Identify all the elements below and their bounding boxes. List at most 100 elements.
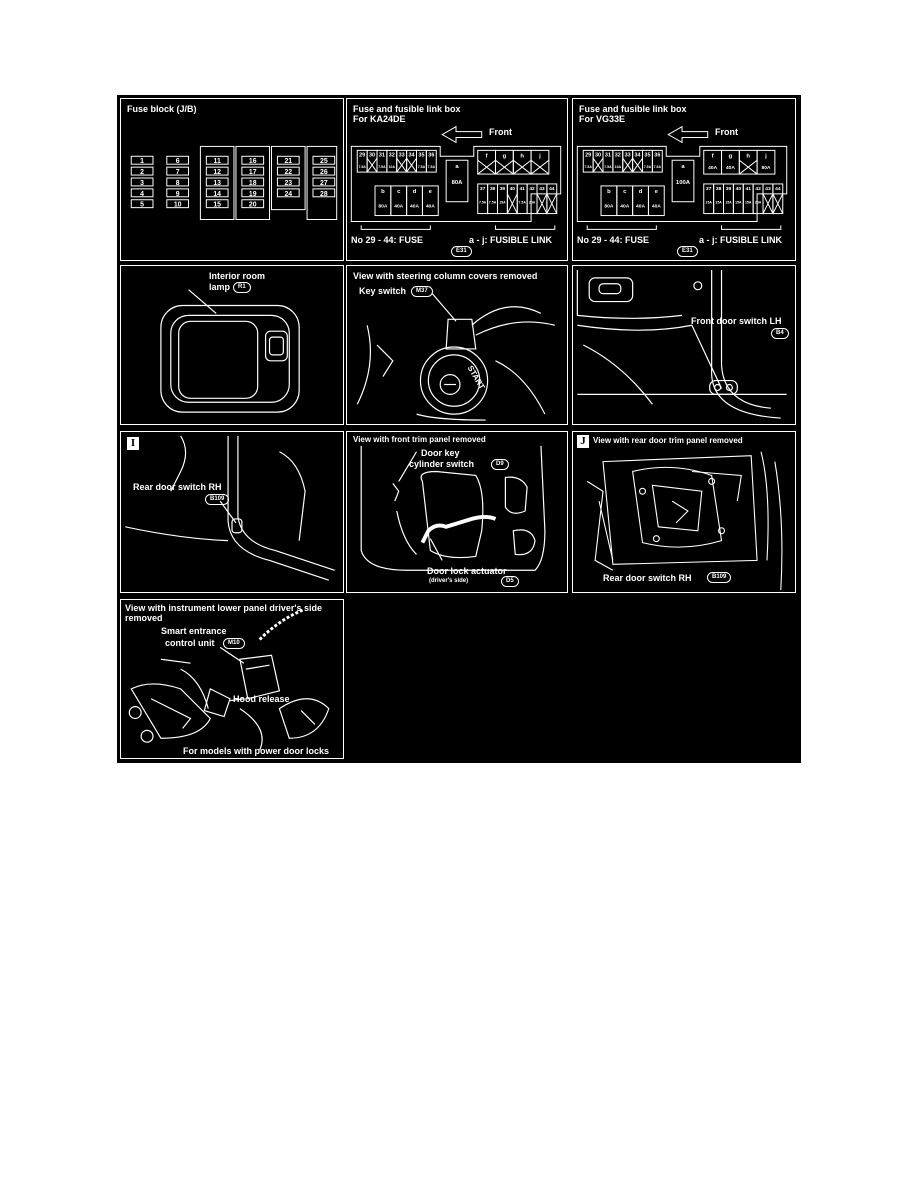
fuse-rating: 7.5A (654, 165, 662, 169)
fuse-number: 31 (605, 152, 611, 158)
blown-slot-cross (477, 159, 496, 175)
link-rating: 40A (726, 165, 735, 171)
power-door-locks-footnote: For models with power door locks (183, 746, 330, 756)
fuse-slot (241, 177, 265, 187)
panel-subtitle: For VG33E (579, 114, 626, 124)
rear-door-inner-drawing (586, 451, 783, 591)
link-letter: j (764, 153, 767, 159)
fuse-number: 36 (428, 152, 434, 158)
blown-slot-cross (632, 157, 643, 173)
fuse-number: 14 (213, 191, 221, 198)
fuse-number: 12 (213, 169, 221, 176)
link-rating: 40A (636, 204, 645, 210)
fuse-number: 33 (399, 152, 405, 158)
fuse-column-frame (235, 145, 271, 220)
fuse-number: 42 (529, 186, 535, 192)
fuse-rating: 7.5A (604, 165, 612, 169)
rear-door-switch-label: Rear door switch RH (603, 573, 692, 583)
fuse-rating: 7.5A (479, 201, 487, 205)
panel-title: Fuse and fusible link box (579, 104, 687, 114)
room-lamp-drawing (160, 289, 300, 413)
fuse-slot (241, 188, 265, 198)
connector-tag-e31: E31 (677, 246, 698, 257)
fusible-link-label: a - j: FUSIBLE LINK (699, 235, 782, 245)
fusible-link-slot (671, 159, 695, 203)
fuse-number: 35 (644, 152, 650, 158)
connector-tag-b4: B4 (771, 328, 789, 339)
fuse-number: 40 (510, 186, 516, 192)
panel-title: Fuse block (J/B) (127, 104, 197, 114)
fuse-number: 15 (213, 202, 221, 209)
fuse-rating: 7.5A (489, 201, 497, 205)
fuse-rating: 7.5A (359, 165, 367, 169)
label-bracket (360, 225, 556, 230)
key-switch-label: Key switch (359, 286, 407, 296)
link-letter: a (681, 164, 685, 170)
door-key-label-line1: Door key (421, 448, 460, 458)
fuse-slot (312, 188, 336, 198)
fuse-number: 17 (249, 169, 257, 176)
front-trim-panel-removed-panel: View with front trim panel removed Door … (346, 431, 568, 593)
blown-slot-cross (506, 193, 518, 214)
fuse-range-label: No 29 - 44: FUSE (577, 235, 650, 245)
fuse-slot (425, 149, 437, 173)
fuse-number: 27 (320, 180, 328, 187)
fuse-column-frame (199, 145, 235, 220)
blown-slot-cross (495, 159, 514, 175)
panel-title: Fuse and fusible link box (353, 104, 461, 114)
fuse-number: 31 (379, 152, 385, 158)
fuse-number: 39 (726, 186, 732, 192)
fuse-slot (241, 166, 265, 176)
panel-title: View with rear door trim panel removed (593, 436, 743, 445)
fuse-number: 38 (716, 186, 722, 192)
fuse-number: 2 (140, 169, 144, 176)
front-label: Front (489, 127, 512, 137)
connector-tag-b109: B109 (707, 572, 732, 583)
link-letter: g (729, 153, 733, 159)
connector-tag-r1: R1 (233, 282, 251, 293)
fuse-rating: 7.5A (378, 165, 386, 169)
fuse-number: 8 (176, 180, 180, 187)
blown-slot-cross (592, 157, 604, 173)
fuse-slot (166, 177, 190, 187)
fuse-slot (651, 149, 663, 173)
panel-subtitle: For KA24DE (353, 114, 406, 124)
front-door-switch-panel: Front door switch LH B4 (572, 265, 796, 425)
fuse-link-box-ka24de-panel: Fuse and fusible link box For KA24DE Fro… (346, 98, 568, 261)
fuse-rating: 10A (615, 165, 622, 169)
fuse-number: 10 (174, 202, 182, 209)
connector-tag-m10: M10 (223, 638, 245, 649)
link-rating: 80A (452, 180, 464, 186)
fuse-rating: 7.5A (519, 201, 527, 205)
blown-slot-cross (762, 193, 774, 214)
smart-entrance-label-line2: control unit (165, 638, 215, 648)
link-letter: d (639, 189, 643, 195)
fuse-number: 29 (585, 152, 591, 158)
view-letter-i: I (127, 437, 139, 450)
link-letter: h (746, 153, 750, 159)
fuse-number: 26 (320, 169, 328, 176)
door-key-label-line2: cylinder switch (409, 459, 475, 469)
link-letter: f (712, 153, 714, 159)
instrument-lower-panel-removed-panel: View with instrument lower panel driver'… (120, 599, 344, 759)
fusible-link-slot (445, 159, 469, 203)
fuse-number: 40 (736, 186, 742, 192)
fusible-link-slot (421, 185, 439, 217)
front-label: Front (715, 127, 738, 137)
fuse-number: 23 (284, 180, 292, 187)
fuse-slot (546, 183, 558, 215)
rear-door-switch-label: Rear door switch RH (133, 482, 222, 492)
fuse-number: 38 (490, 186, 496, 192)
fuse-rating: 15A (745, 201, 752, 205)
fuse-number: 13 (213, 180, 221, 187)
key-switch-panel: View with steering column covers removed… (346, 265, 568, 425)
fuse-number: 37 (706, 186, 712, 192)
blown-slot-cross (536, 193, 548, 214)
fuse-number: 3 (140, 180, 144, 187)
fuse-number: 21 (284, 158, 292, 165)
instrument-panel-drawing (128, 608, 330, 751)
fuse-slot (312, 166, 336, 176)
door-frame-drawing (576, 269, 787, 419)
door-lock-actuator-label: Door lock actuator (427, 566, 507, 576)
